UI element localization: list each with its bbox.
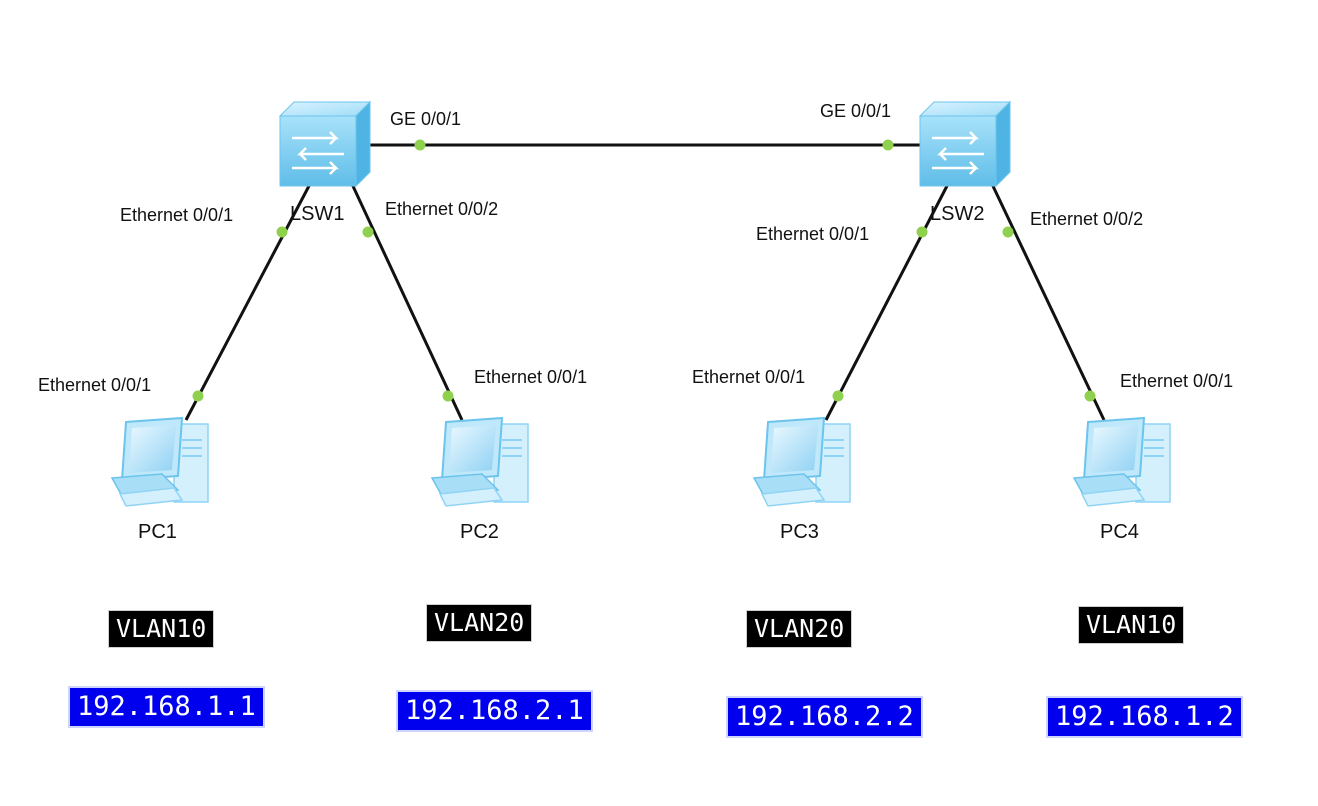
port-dot: [916, 226, 928, 238]
port-dot: [414, 139, 426, 151]
port-dot: [1084, 390, 1096, 402]
port-dot: [276, 226, 288, 238]
port-label-lsw1-e2: Ethernet 0/0/2: [385, 199, 498, 219]
switch-icon: [278, 100, 372, 188]
pc-icon: [431, 417, 529, 507]
port-dot: [362, 226, 374, 238]
pc-pc1[interactable]: PC1: [111, 417, 209, 543]
pc-icon: [753, 417, 851, 507]
port-label-pc4-e1: Ethernet 0/0/1: [1120, 371, 1233, 391]
port-labels: GE 0/0/1 GE 0/0/1 Ethernet 0/0/1 Etherne…: [38, 101, 1233, 395]
pc-label: PC2: [460, 521, 499, 543]
port-dot: [832, 390, 844, 402]
pc-label: PC1: [138, 521, 177, 543]
vlan-tag-pc2: VLAN20: [426, 604, 533, 642]
switch-lsw2[interactable]: LSW2: [918, 100, 1012, 225]
pc-icon: [1073, 417, 1171, 507]
ip-tag-pc1: 192.168.1.1: [68, 686, 265, 728]
ip-tag-pc3: 192.168.2.2: [726, 696, 923, 738]
ip-tag-pc4: 192.168.1.2: [1046, 696, 1243, 738]
port-label-lsw1-e1: Ethernet 0/0/1: [120, 205, 233, 225]
vlan-tag-pc4: VLAN10: [1078, 606, 1185, 644]
switch-lsw1[interactable]: LSW1: [278, 100, 372, 225]
pc-label: PC3: [780, 521, 819, 543]
ip-tag-pc2: 192.168.2.1: [396, 690, 593, 732]
port-label-pc1-e1: Ethernet 0/0/1: [38, 375, 151, 395]
pc-pc4[interactable]: PC4: [1073, 417, 1171, 543]
link-lsw1-pc1[interactable]: [184, 183, 312, 421]
port-dot: [1002, 226, 1014, 238]
port-label-lsw2-e2: Ethernet 0/0/2: [1030, 209, 1143, 229]
links: [184, 143, 1106, 421]
link-lsw2-pc4[interactable]: [990, 183, 1106, 421]
pc-icon: [111, 417, 209, 507]
port-label-lsw1-ge: GE 0/0/1: [390, 109, 461, 129]
port-label-pc3-e1: Ethernet 0/0/1: [692, 367, 805, 387]
switch-label: LSW1: [290, 203, 344, 225]
pc-pc3[interactable]: PC3: [753, 417, 851, 543]
port-dot: [882, 139, 894, 151]
pc-pc2[interactable]: PC2: [431, 417, 529, 543]
link-lsw2-pc3[interactable]: [824, 183, 950, 421]
vlan-tag-pc1: VLAN10: [108, 610, 215, 648]
port-dot: [192, 390, 204, 402]
port-dots: [192, 139, 1096, 402]
port-label-pc2-e1: Ethernet 0/0/1: [474, 367, 587, 387]
port-label-lsw2-ge: GE 0/0/1: [820, 101, 891, 121]
switch-icon: [918, 100, 1012, 188]
switch-label: LSW2: [930, 203, 984, 225]
port-dot: [442, 390, 454, 402]
port-label-lsw2-e1: Ethernet 0/0/1: [756, 224, 869, 244]
link-lsw1-pc2[interactable]: [350, 183, 464, 421]
vlan-tag-pc3: VLAN20: [746, 610, 853, 648]
pc-label: PC4: [1100, 521, 1139, 543]
